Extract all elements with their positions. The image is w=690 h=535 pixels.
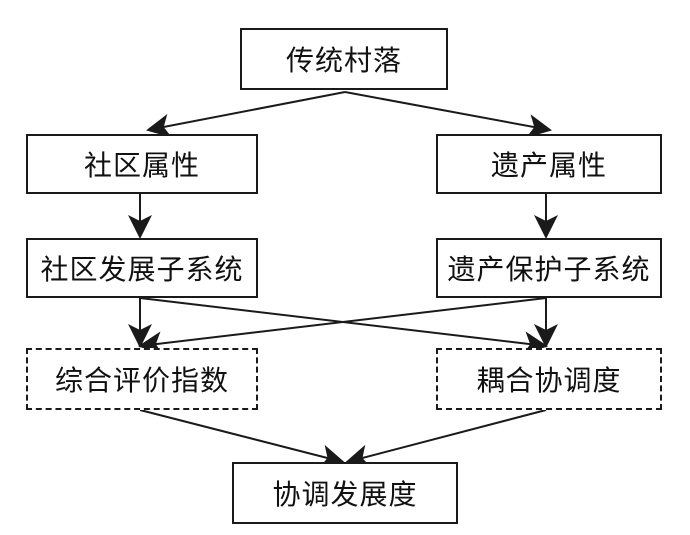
node-heritage-subsystem: 遗产保护子系统: [436, 238, 662, 298]
node-community-subsystem: 社区发展子系统: [26, 238, 258, 298]
node-heritage-attribute: 遗产属性: [436, 134, 662, 194]
node-coordinated-development: 协调发展度: [232, 462, 458, 524]
arrow-coupling-to-development: [345, 409, 547, 469]
arrow-village-to-heritage: [344, 91, 552, 138]
node-coupling-degree: 耦合协调度: [436, 348, 662, 410]
node-traditional-village: 传统村落: [240, 28, 448, 90]
node-composite-index: 综合评价指数: [26, 348, 258, 410]
arrow-heritage-sub-to-index: [138, 297, 547, 356]
arrow-village-to-community: [146, 91, 346, 138]
arrow-index-to-development: [139, 409, 345, 469]
node-community-attribute: 社区属性: [26, 134, 258, 194]
